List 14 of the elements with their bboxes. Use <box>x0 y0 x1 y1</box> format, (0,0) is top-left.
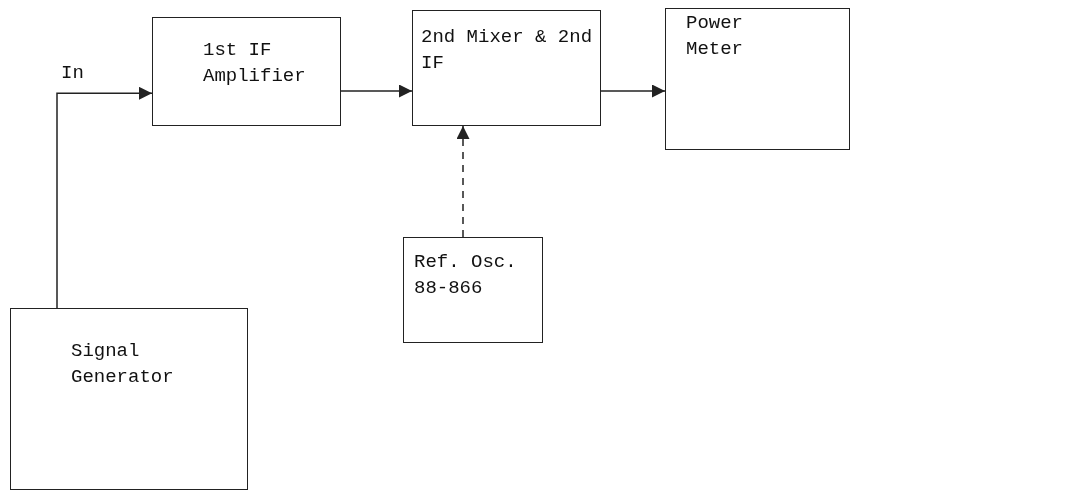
block-label: Ref. Osc. 88-866 <box>414 250 518 301</box>
arrow <box>456 125 470 238</box>
arrow <box>340 84 413 98</box>
block-label: Signal Generator <box>71 339 175 390</box>
block-label: Power Meter <box>686 11 744 62</box>
arrow <box>600 84 666 98</box>
block-box <box>403 237 543 343</box>
arrow <box>56 86 153 309</box>
block-box <box>665 8 850 150</box>
block-box <box>152 17 341 126</box>
block-label: 2nd Mixer & 2nd IF <box>421 25 594 76</box>
block-label: 1st IF Amplifier <box>203 38 307 89</box>
block-box <box>412 10 601 126</box>
block-box <box>10 308 248 490</box>
